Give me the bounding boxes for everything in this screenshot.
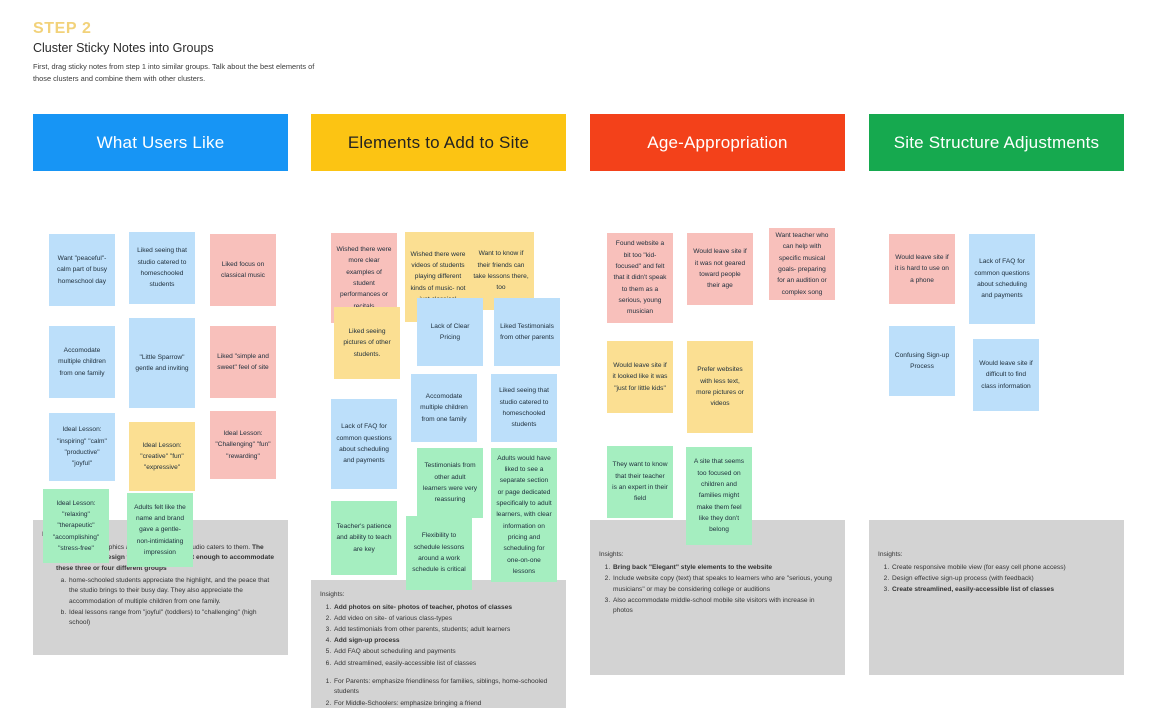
sticky-note[interactable]: Prefer websites with less text, more pic… — [687, 341, 753, 433]
sticky-note[interactable]: Liked seeing pictures of other students. — [334, 307, 400, 379]
sticky-note[interactable]: They want to know that their teacher is … — [607, 446, 673, 518]
insights-item: For Parents: emphasize friendliness for … — [333, 677, 557, 698]
insights-item: Add video on site- of various class-type… — [333, 614, 557, 625]
insights-text: Include website copy (text) that speaks … — [613, 574, 832, 593]
sticky-note[interactable]: Want "peaceful"- calm part of busy homes… — [49, 234, 115, 306]
sticky-note[interactable]: Liked seeing that studio catered to home… — [129, 232, 195, 304]
column-body-elements-to-add-to-site: Wished there were more clear examples of… — [311, 171, 566, 590]
sticky-note[interactable]: Accomodate multiple children from one fa… — [411, 374, 477, 442]
sticky-note[interactable]: Want to know if their friends can take l… — [468, 232, 534, 310]
column-title: Age-Appropriation — [647, 132, 788, 152]
sticky-note[interactable]: Found website a bit too "kid-focused" an… — [607, 233, 673, 323]
column-body-what-users-like: Want "peaceful"- calm part of busy homes… — [33, 171, 288, 567]
insights-text: Design effective sign-up process (with f… — [892, 574, 1034, 582]
insights-text: Create responsive mobile view (for easy … — [892, 563, 1066, 571]
step-label: STEP 2 — [33, 20, 92, 37]
insights-heading: Insights: — [320, 591, 345, 598]
sticky-note[interactable]: Adults felt like the name and brand gave… — [127, 493, 193, 567]
column-title: What Users Like — [96, 132, 225, 152]
page-title: Cluster Sticky Notes into Groups — [33, 41, 214, 55]
sticky-note[interactable]: Ideal Lesson: "creative" "fun" "expressi… — [129, 422, 195, 491]
insights-item: Design effective sign-up process (with f… — [891, 574, 1115, 585]
insights-text-bold: Create streamlined, easily-accessible li… — [892, 586, 1055, 594]
sticky-note[interactable]: Testimonials from other adult learners w… — [417, 448, 483, 518]
insights-item: Add testimonials from other parents, stu… — [333, 625, 557, 636]
insights-item: Add FAQ about scheduling and payments — [333, 647, 557, 658]
column-header-site-structure-adjustments: Site Structure Adjustments — [869, 114, 1124, 171]
step-description: First, drag sticky notes from step 1 int… — [33, 62, 315, 83]
insights-item: Bring back "Elegant" style elements to t… — [612, 563, 836, 574]
insights-item: Also accommodate middle-school mobile si… — [612, 596, 836, 617]
column-site-structure-adjustments: Site Structure Adjustments Would leave s… — [869, 114, 1124, 675]
sticky-note[interactable]: Want teacher who can help with specific … — [769, 228, 835, 300]
sticky-note[interactable]: Ideal Lesson: "Challenging" "fun" "rewar… — [210, 411, 276, 479]
insights-list: Bring back "Elegant" style elements to t… — [612, 563, 836, 617]
insights-text-bold: Add sign-up process — [334, 637, 400, 645]
insights-text-bold: Add photos on site- photos of teacher, p… — [334, 603, 513, 611]
sticky-note[interactable]: A site that seems too focused on childre… — [686, 447, 752, 545]
column-header-age-appropriation: Age-Appropriation — [590, 114, 845, 171]
column-body-age-appropriation: Found website a bit too "kid-focused" an… — [590, 171, 845, 545]
sticky-note[interactable]: Would leave site if it is hard to use on… — [889, 234, 955, 304]
sticky-note[interactable]: Liked focus on classical music — [210, 234, 276, 306]
sticky-note[interactable]: Would leave site if difficult to find cl… — [973, 339, 1039, 411]
sticky-note[interactable]: Lack of FAQ for common questions about s… — [331, 399, 397, 489]
insights-text-bold: Bring back "Elegant" style elements to t… — [613, 563, 773, 571]
insights-text: Add video on site- of various class-type… — [334, 614, 453, 622]
insights-item: For Middle-Schoolers: emphasize bringing… — [333, 699, 557, 708]
insights-item: Include website copy (text) that speaks … — [612, 574, 836, 595]
sticky-note[interactable]: Ideal Lesson: "relaxing" "therapeutic" "… — [43, 489, 109, 563]
sticky-note[interactable]: Would leave site if it was not geared to… — [687, 233, 753, 305]
sticky-note[interactable]: Liked "simple and sweet" feel of site — [210, 326, 276, 398]
sticky-note[interactable]: Ideal Lesson: "inspiring" "calm" "produc… — [49, 413, 115, 481]
sticky-note[interactable]: Flexibility to schedule lessons around a… — [406, 516, 472, 590]
insights-list: Create responsive mobile view (for easy … — [891, 563, 1115, 596]
insights-heading: Insights: — [599, 551, 624, 558]
insights-text: Add testimonials from other parents, stu… — [334, 626, 511, 634]
sticky-note[interactable]: Confusing Sign-up Process — [889, 326, 955, 396]
insights-list-secondary: For Parents: emphasize friendliness for … — [333, 677, 557, 708]
insights-subitem: home-schooled students appreciate the hi… — [68, 576, 279, 608]
sticky-note[interactable]: "Little Sparrow" gentle and inviting — [129, 318, 195, 408]
insights-panel-age-appropriation: Insights: Bring back "Elegant" style ele… — [590, 520, 845, 675]
insights-panel-site-structure-adjustments: Insights: Create responsive mobile view … — [869, 520, 1124, 675]
insights-list-primary: Add photos on site- photos of teacher, p… — [333, 603, 557, 670]
insights-text: Also accommodate middle-school mobile si… — [613, 596, 815, 615]
column-what-users-like: What Users Like Want "peaceful"- calm pa… — [33, 114, 288, 655]
sticky-note[interactable]: Adults would have liked to see a separat… — [491, 448, 557, 582]
column-header-elements-to-add-to-site: Elements to Add to Site — [311, 114, 566, 171]
insights-subitem: Ideal lessons range from "joyful" (toddl… — [68, 608, 279, 629]
insights-item: Add sign-up process — [333, 636, 557, 647]
sticky-note[interactable]: Lack of FAQ for common questions about s… — [969, 234, 1035, 324]
insights-text: Add FAQ about scheduling and payments — [334, 648, 456, 656]
sticky-note[interactable]: Liked seeing that studio catered to home… — [491, 374, 557, 442]
insights-heading: Insights: — [878, 551, 903, 558]
spacer — [320, 670, 557, 677]
column-age-appropriation: Age-Appropriation Found website a bit to… — [590, 114, 845, 675]
column-elements-to-add-to-site: Elements to Add to Site Wished there wer… — [311, 114, 566, 708]
sticky-note[interactable]: Liked Testimonials from other parents — [494, 298, 560, 366]
sticky-note[interactable]: Teacher's patience and ability to teach … — [331, 501, 397, 575]
insights-sublist: home-schooled students appreciate the hi… — [68, 576, 279, 629]
insights-item: Add photos on site- photos of teacher, p… — [333, 603, 557, 614]
insights-text: Add streamlined, easily-accessible list … — [334, 659, 477, 667]
sticky-note[interactable]: Would leave site if it looked like it wa… — [607, 341, 673, 413]
sticky-note[interactable]: Accomodate multiple children from one fa… — [49, 326, 115, 398]
column-title: Elements to Add to Site — [347, 132, 530, 152]
column-title: Site Structure Adjustments — [893, 132, 1100, 152]
insights-panel-elements-to-add-to-site: Insights: Add photos on site- photos of … — [311, 580, 566, 708]
column-body-site-structure-adjustments: Would leave site if it is hard to use on… — [869, 171, 1124, 520]
column-header-what-users-like: What Users Like — [33, 114, 288, 171]
insights-item: Add streamlined, easily-accessible list … — [333, 659, 557, 670]
insights-item: Create responsive mobile view (for easy … — [891, 563, 1115, 574]
insights-item: Create streamlined, easily-accessible li… — [891, 585, 1115, 596]
sticky-note[interactable]: Lack of Clear Pricing — [417, 298, 483, 366]
